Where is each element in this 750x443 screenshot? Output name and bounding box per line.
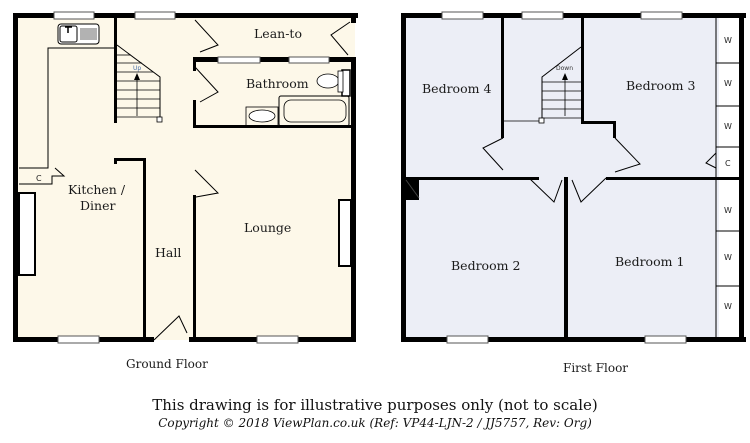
- kitchen-hall-wall: [143, 158, 146, 338]
- window: [57, 335, 100, 344]
- ground-floor-plan: C Up: [13, 11, 358, 371]
- door-bedroom2: [528, 177, 563, 203]
- wardrobe-label: W: [724, 302, 732, 311]
- basin-bowl: [248, 109, 276, 123]
- ground-floor-caption: Ground Floor: [126, 357, 208, 371]
- door-front: [153, 315, 188, 341]
- first-stairs: Down: [504, 46, 582, 124]
- window: [640, 11, 683, 20]
- room-label-bathroom: Bathroom: [246, 76, 309, 91]
- cupboard-label: C: [36, 174, 42, 183]
- ground-east-wall: [351, 57, 356, 342]
- lounge-north-wall: [193, 125, 353, 128]
- window: [446, 335, 489, 344]
- landing-wall-return: [613, 121, 616, 138]
- first-south-wall: [401, 337, 746, 342]
- doors: [153, 19, 351, 341]
- copyright-text: Copyright © 2018 ViewPlan.co.uk (Ref: VP…: [158, 416, 592, 430]
- wardrobes: [705, 18, 739, 338]
- first-floor-caption: First Floor: [563, 361, 628, 375]
- stairs-up-label: Up: [133, 65, 141, 72]
- wardrobe-label: W: [724, 253, 732, 262]
- door-lounge: [194, 169, 220, 198]
- first-east-wall: [739, 13, 744, 342]
- bathroom-west-wall: [193, 100, 196, 125]
- toilet-cistern: [337, 70, 344, 93]
- ground-floor-fill-lower: [15, 165, 355, 340]
- room-label-hall: Hall: [155, 245, 181, 260]
- landing-wall: [581, 121, 615, 124]
- arrow-up-icon: [134, 73, 140, 80]
- window: [217, 56, 261, 64]
- sink-bowl: [59, 25, 78, 43]
- door-bedroom4: [482, 137, 504, 171]
- bathroom-west-wall-top: [193, 59, 196, 71]
- kitchen-wall-stub-end: [114, 158, 117, 164]
- disclaimer-text: This drawing is for illustrative purpose…: [152, 396, 598, 414]
- toilet-icon: [316, 73, 340, 89]
- first-floor-plan: W W W C W W W Down Bedroom 4: [401, 11, 746, 375]
- window: [521, 11, 564, 20]
- wardrobe-label: W: [724, 122, 732, 131]
- first-west-wall: [401, 13, 406, 342]
- arrow-up-icon: [562, 73, 568, 80]
- lounge-west-wall: [193, 195, 196, 339]
- kitchen-wall-stub: [114, 158, 146, 161]
- kitchen-worktop: [19, 47, 114, 169]
- room-label-kitchen-line1: Kitchen /: [68, 182, 126, 197]
- bath-icon: [278, 95, 350, 127]
- room-label-bedroom-4: Bedroom 4: [422, 81, 491, 96]
- room-label-kitchen-line2: Diner: [80, 198, 115, 213]
- basin-icon: [245, 106, 279, 127]
- kitchen-cupboard: [19, 167, 66, 185]
- wardrobe-label: W: [724, 206, 732, 215]
- room-label-bedroom-2: Bedroom 2: [451, 258, 520, 273]
- bedroom2-north-wall: [406, 177, 539, 180]
- ground-stairs: Up: [116, 44, 163, 123]
- bedroom1-north-wall: [606, 177, 739, 180]
- door-leanto-west: [194, 19, 219, 53]
- kitchen-window-side: [18, 192, 36, 276]
- bedroom-divider-wall: [564, 177, 568, 340]
- window: [134, 11, 176, 20]
- wardrobe-label: W: [724, 36, 732, 45]
- window: [53, 11, 95, 20]
- sink-icon: [57, 23, 100, 45]
- doors: [482, 137, 641, 203]
- window: [288, 56, 330, 64]
- bath-tub: [283, 99, 347, 123]
- chimney-mark: [405, 179, 420, 199]
- ground-west-wall: [13, 13, 18, 342]
- door-bedroom1: [571, 177, 607, 203]
- ground-northeast-stub: [351, 13, 356, 23]
- door-leanto-east: [330, 21, 351, 56]
- stair-wall: [114, 18, 117, 123]
- wardrobe-label: W: [724, 79, 732, 88]
- room-label-lean-to: Lean-to: [254, 26, 302, 41]
- door-bedroom3: [614, 137, 641, 173]
- stairs-down-label: Down: [556, 65, 573, 72]
- room-label-bedroom-3: Bedroom 3: [626, 78, 695, 93]
- window: [644, 335, 687, 344]
- window: [256, 335, 299, 344]
- room-label-lounge: Lounge: [244, 220, 291, 235]
- room-label-bedroom-1: Bedroom 1: [615, 254, 684, 269]
- cupboard-label: C: [725, 159, 731, 168]
- ground-north-wall: [13, 13, 358, 18]
- lounge-window-side: [338, 199, 352, 267]
- window: [441, 11, 484, 20]
- first-north-wall: [401, 13, 746, 18]
- drainer: [80, 28, 97, 40]
- leanto-bathroom-wall: [193, 57, 353, 62]
- door-bathroom: [194, 66, 219, 103]
- bedroom4-east-wall: [501, 18, 504, 138]
- bedroom3-west-wall: [581, 18, 584, 123]
